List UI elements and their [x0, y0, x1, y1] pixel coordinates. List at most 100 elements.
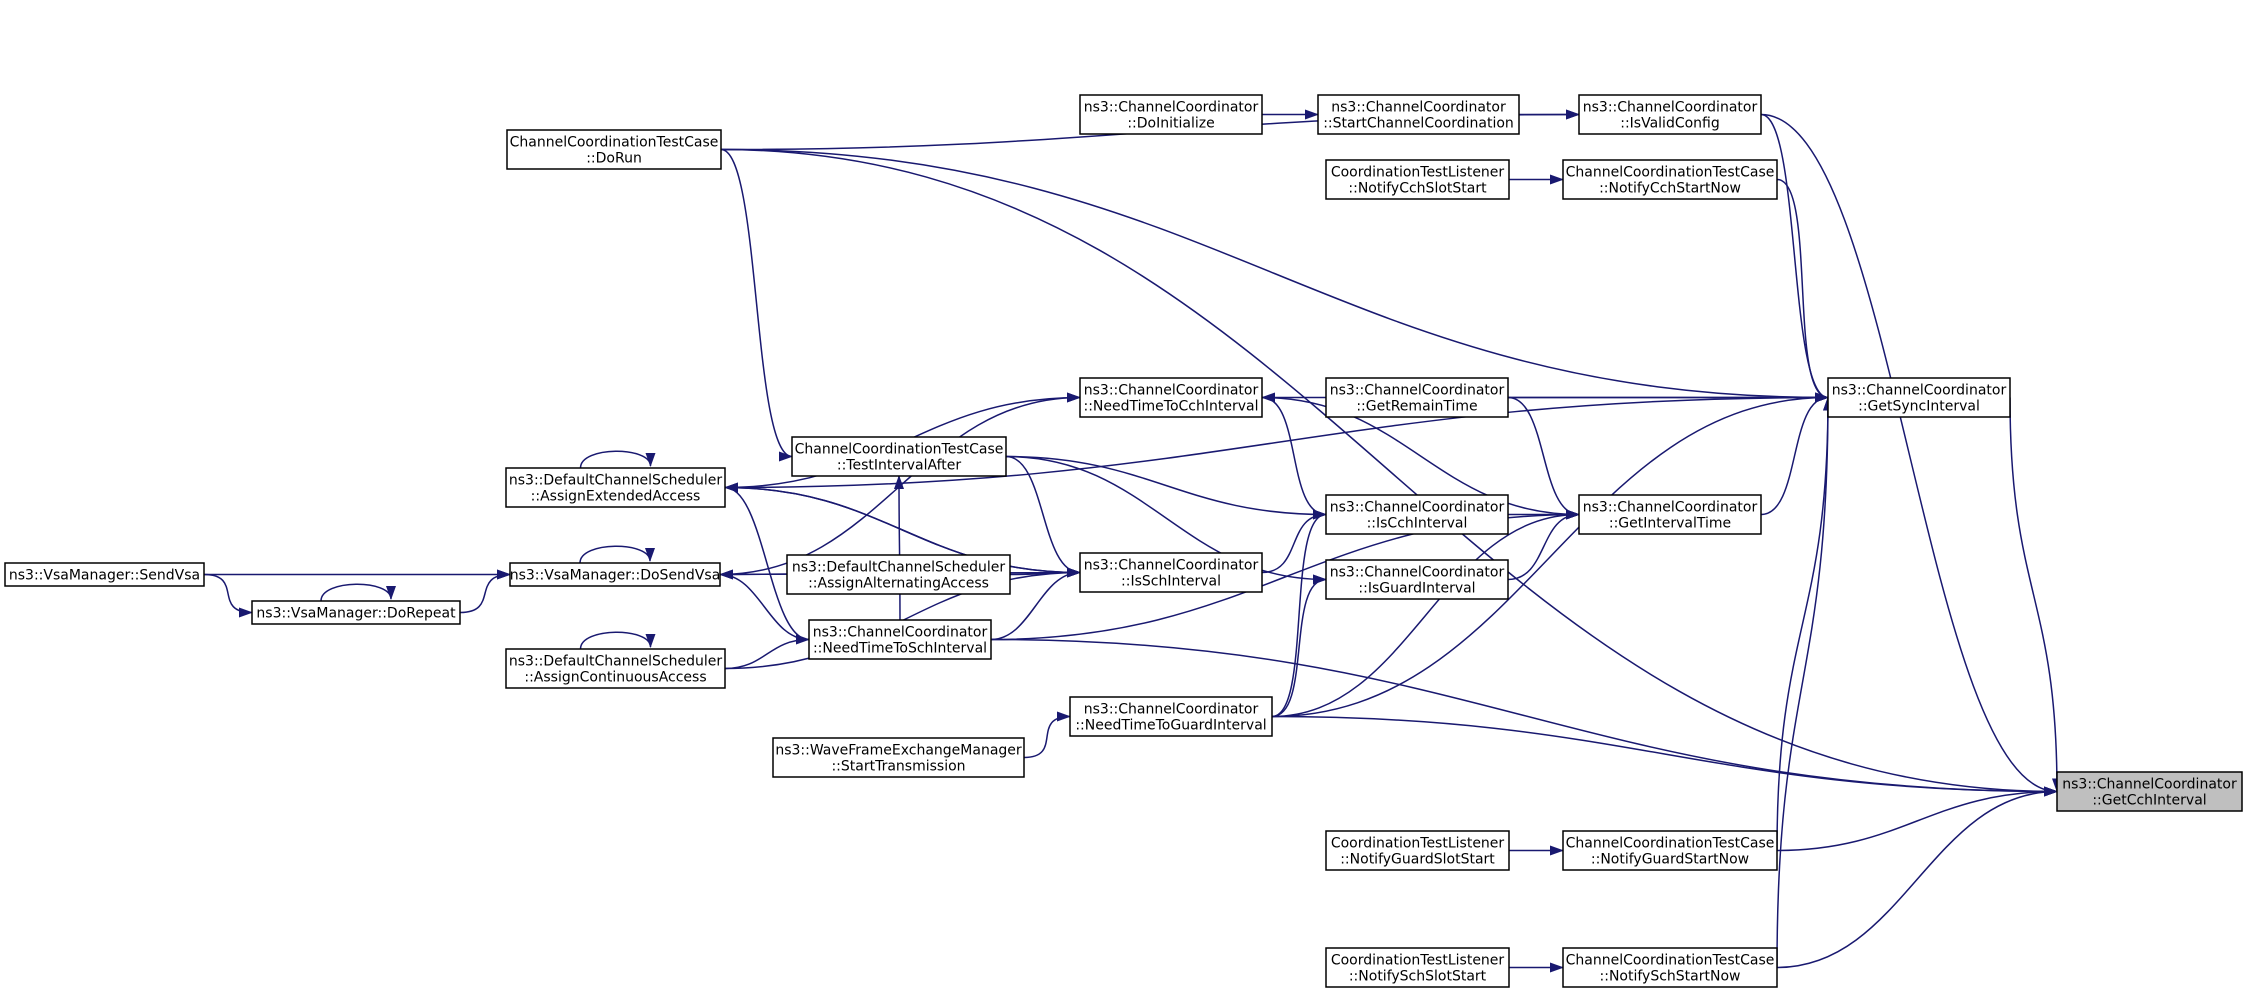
node-notifySchNow[interactable]: ChannelCoordinationTestCase::NotifySchSt…	[1562, 947, 1778, 988]
node-label-line: ChannelCoordinationTestCase	[1566, 165, 1775, 181]
node-label-line: ChannelCoordinationTestCase	[1566, 953, 1775, 969]
edge-needGuard-to-getSync	[1271, 392, 1829, 718]
node-getSync[interactable]: ns3::ChannelCoordinator::GetSyncInterval	[1827, 377, 2011, 418]
node-notifyGuardNow[interactable]: ChannelCoordinationTestCase::NotifyGuard…	[1562, 830, 1778, 871]
edge-isCch-to-needCch	[1261, 392, 1327, 516]
edge-doRepeat-to-doSendVsa	[459, 569, 511, 614]
node-label-line: ns3::WaveFrameExchangeManager	[775, 743, 1022, 759]
node-box	[251, 600, 461, 625]
edge-waveStart-to-needGuard	[1023, 711, 1071, 759]
edge-assignExt-to-getSync	[724, 392, 1829, 489]
node-box	[1827, 377, 2011, 418]
node-box	[1079, 377, 1263, 418]
node-box	[1325, 159, 1510, 200]
edge-notifyGuardNow-to-getSync	[1776, 396, 1833, 851]
edge-isGuard-to-getIntTime	[1507, 509, 1580, 581]
node-notifyGuardSlot[interactable]: CoordinationTestListener::NotifyGuardSlo…	[1325, 830, 1510, 871]
node-label-line: ns3::ChannelCoordinator	[1331, 100, 1506, 116]
node-assignExt[interactable]: ns3::DefaultChannelScheduler::AssignExte…	[505, 467, 726, 508]
node-isGuard[interactable]: ns3::ChannelCoordinator::IsGuardInterval	[1325, 559, 1509, 600]
edge-getRemain-to-getIntTime	[1507, 396, 1580, 520]
node-label-line: ns3::DefaultChannelScheduler	[509, 654, 722, 670]
node-isCch[interactable]: ns3::ChannelCoordinator::IsCchInterval	[1325, 494, 1509, 535]
edge-needSch-to-testAfter	[894, 475, 905, 621]
node-isSch[interactable]: ns3::ChannelCoordinator::IsSchInterval	[1079, 552, 1263, 593]
node-label-line: ::IsGuardInterval	[1358, 581, 1475, 597]
edge-testAfter-to-isSch	[1005, 455, 1081, 578]
node-doRepeat[interactable]: ns3::VsaManager::DoRepeat	[251, 600, 461, 625]
node-label-line: ::DoRun	[586, 151, 642, 167]
node-label-line: ChannelCoordinationTestCase	[795, 442, 1004, 458]
node-box	[1578, 94, 1762, 135]
edge-needCch-to-getIntTime	[1261, 396, 1580, 520]
node-label-line: ::NotifyCchSlotStart	[1348, 181, 1487, 197]
node-getIntTime[interactable]: ns3::ChannelCoordinator::GetIntervalTime	[1578, 494, 1762, 535]
node-getRemain[interactable]: ns3::ChannelCoordinator::GetRemainTime	[1325, 377, 1509, 418]
node-box	[506, 129, 722, 170]
edge-needGuard-to-getcch	[1271, 715, 2058, 797]
edge-isSch-to-assignExt	[724, 482, 1081, 574]
node-box	[509, 562, 721, 587]
edge-getSync-to-getcch	[2009, 397, 2062, 793]
edge-isValid-to-getSync	[1760, 113, 1829, 403]
node-box	[1325, 377, 1509, 418]
node-box	[1578, 494, 1762, 535]
node-needGuard[interactable]: ns3::ChannelCoordinator::NeedTimeToGuard…	[1069, 696, 1273, 737]
node-label-line: ChannelCoordinationTestCase	[510, 135, 719, 151]
node-notifySchSlot[interactable]: CoordinationTestListener::NotifySchSlotS…	[1325, 947, 1510, 988]
node-isValid[interactable]: ns3::ChannelCoordinator::IsValidConfig	[1578, 94, 1762, 135]
node-box	[505, 648, 726, 689]
node-box	[1325, 494, 1509, 535]
node-label-line: ::AssignContinuousAccess	[524, 670, 706, 686]
node-box	[1562, 159, 1778, 200]
node-label-line: ns3::ChannelCoordinator	[1084, 558, 1259, 574]
node-label-line: ::TestIntervalAfter	[837, 458, 961, 474]
node-label-line: ::GetRemainTime	[1356, 399, 1477, 415]
node-notifyCchNow[interactable]: ChannelCoordinationTestCase::NotifyCchSt…	[1562, 159, 1778, 200]
node-label-line: ns3::DefaultChannelScheduler	[792, 560, 1005, 576]
edge-assignCont-to-assignCont	[579, 631, 656, 650]
node-box	[1079, 552, 1263, 593]
edge-doSendVsa-to-doSendVsa	[579, 545, 655, 564]
node-doSendVsa[interactable]: ns3::VsaManager::DoSendVsa	[509, 562, 721, 587]
edge-testAfter-to-isGuard	[1005, 455, 1327, 585]
node-box	[772, 737, 1025, 778]
node-waveStart[interactable]: ns3::WaveFrameExchangeManager::StartTran…	[772, 737, 1025, 778]
node-label-line: ::NotifyGuardStartNow	[1591, 852, 1749, 868]
node-assignAlt[interactable]: ns3::DefaultChannelScheduler::AssignAlte…	[786, 554, 1011, 595]
edge-needGuard-to-isCch	[1271, 509, 1327, 718]
edge-doRun-to-getcch	[720, 148, 2058, 797]
node-label-line: ::GetSyncInterval	[1858, 399, 1980, 415]
node-label-line: ns3::ChannelCoordinator	[1084, 100, 1259, 116]
node-assignCont[interactable]: ns3::DefaultChannelScheduler::AssignCont…	[505, 648, 726, 689]
node-box	[1562, 947, 1778, 988]
node-label-line: ::IsSchInterval	[1121, 574, 1221, 590]
node-startCC[interactable]: ns3::ChannelCoordinator::StartChannelCoo…	[1317, 94, 1520, 135]
node-label-line: ns3::VsaManager::DoSendVsa	[510, 568, 721, 584]
edge-testAfter-to-isCch	[1005, 455, 1327, 520]
node-doRun[interactable]: ChannelCoordinationTestCase::DoRun	[506, 129, 722, 170]
edge-layer	[203, 109, 2062, 973]
node-box	[2056, 771, 2243, 812]
node-getcch[interactable]: ns3::ChannelCoordinator::GetCchInterval	[2056, 771, 2243, 812]
node-box	[1317, 94, 1520, 135]
node-needCch[interactable]: ns3::ChannelCoordinator::NeedTimeToCchIn…	[1079, 377, 1263, 418]
node-label-line: ns3::ChannelCoordinator	[1084, 702, 1259, 718]
node-label-line: ns3::VsaManager::DoRepeat	[256, 606, 456, 622]
node-label-line: ns3::ChannelCoordinator	[2062, 777, 2237, 793]
node-box	[1079, 94, 1263, 135]
edge-doRepeat-to-doRepeat	[320, 583, 396, 602]
node-box	[1069, 696, 1273, 737]
node-label-line: ::NeedTimeToGuardInterval	[1075, 718, 1266, 734]
node-label-line: ns3::ChannelCoordinator	[1084, 383, 1259, 399]
node-notifyCchSlot[interactable]: CoordinationTestListener::NotifyCchSlotS…	[1325, 159, 1510, 200]
edge-assignCont-to-needSch	[724, 634, 810, 670]
node-needSch[interactable]: ns3::ChannelCoordinator::NeedTimeToSchIn…	[808, 619, 992, 660]
edge-needGuard-to-getIntTime	[1271, 509, 1580, 718]
node-sendVsa[interactable]: ns3::VsaManager::SendVsa	[4, 562, 205, 587]
node-label-line: ::GetCchInterval	[2092, 793, 2206, 809]
node-doInit[interactable]: ns3::ChannelCoordinator::DoInitialize	[1079, 94, 1263, 135]
edge-notifySchNow-to-getSync	[1776, 396, 1833, 968]
node-testAfter[interactable]: ChannelCoordinationTestCase::TestInterva…	[791, 436, 1007, 477]
